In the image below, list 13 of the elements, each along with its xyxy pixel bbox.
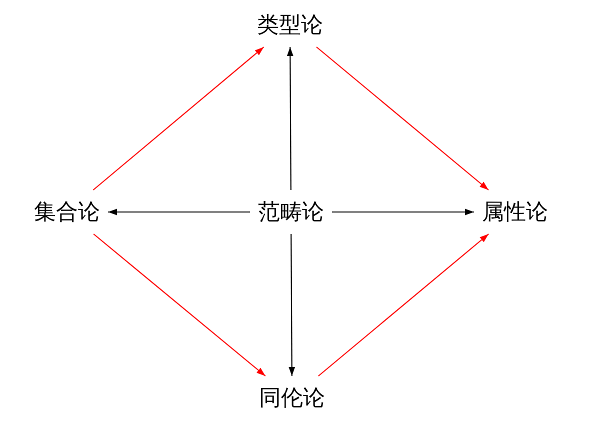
arrow	[108, 208, 250, 216]
arrow	[92, 46, 264, 190]
arrow	[93, 234, 266, 376]
concept-label: 类型论	[249, 3, 331, 47]
concept-label: 集合论	[26, 190, 108, 234]
arrow	[316, 46, 489, 190]
arrow	[288, 234, 296, 376]
concept-label: 范畴论	[250, 190, 332, 234]
arrow	[332, 208, 474, 216]
arrow	[318, 234, 489, 376]
concept-label: 属性论	[474, 190, 556, 234]
arrow	[286, 47, 294, 190]
concept-label: 同伦论	[251, 376, 333, 420]
